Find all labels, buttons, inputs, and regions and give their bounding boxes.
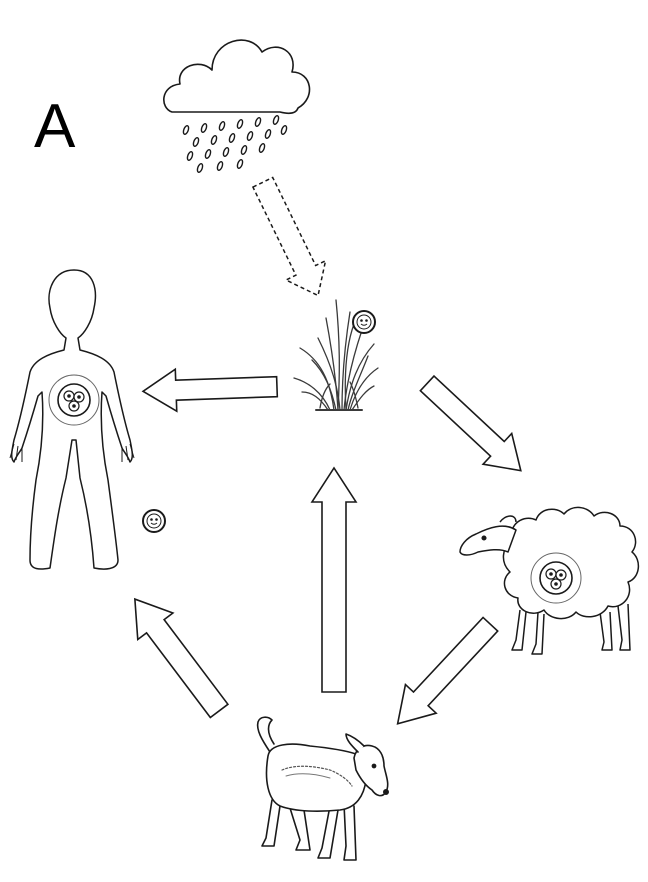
hydatid-cyst-icon (49, 375, 99, 425)
arrow-grass-to-human (142, 366, 277, 413)
arrow-rain-to-grass (243, 173, 338, 306)
panel-label: A (34, 96, 75, 158)
dog-icon (258, 717, 389, 860)
arrow-sheep-to-dog (382, 610, 505, 738)
egg-icon (143, 510, 165, 532)
arrow-dog-to-grass (312, 468, 356, 692)
arrow-grass-to-sheep (413, 368, 535, 486)
rain-cloud-icon (164, 40, 310, 173)
egg-icon (353, 311, 375, 333)
arrow-dog-to-human (117, 586, 236, 724)
hydatid-cyst-icon (531, 553, 581, 603)
